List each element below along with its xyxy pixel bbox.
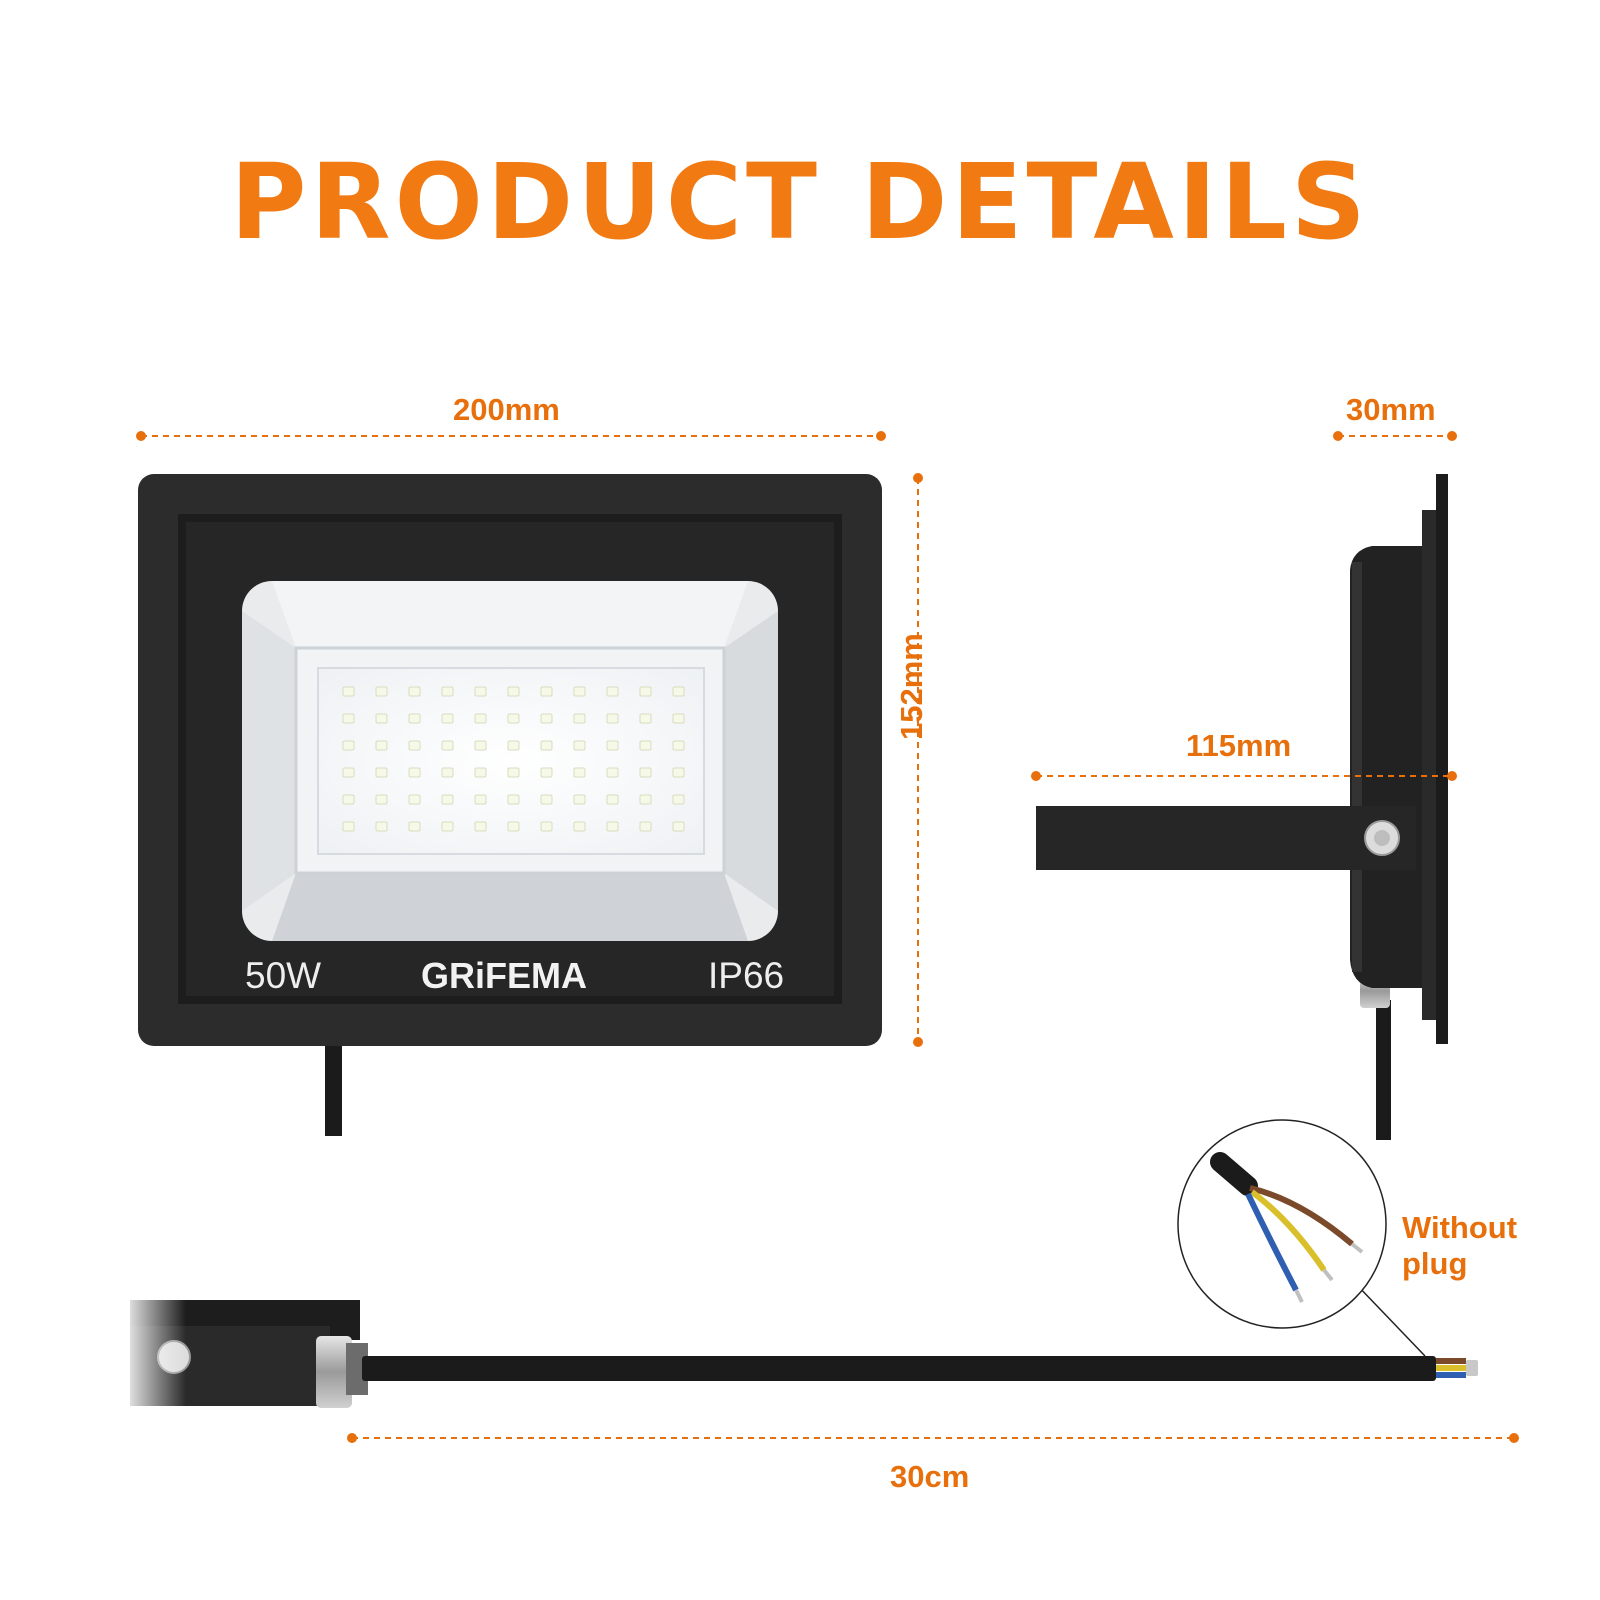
led-chip (342, 740, 355, 751)
side-view (1036, 474, 1448, 1140)
led-chip (441, 713, 454, 724)
led-chip (639, 821, 652, 832)
height-label: 152mm (894, 633, 929, 740)
led-chip (672, 713, 685, 724)
led-chip (408, 713, 421, 724)
led-chip (606, 767, 619, 778)
led-chip (507, 767, 520, 778)
led-chip (342, 713, 355, 724)
led-array (342, 686, 685, 832)
depth-label: 30mm (1346, 392, 1436, 427)
bracket-dimension-line (1031, 771, 1457, 781)
bracket-label: 115mm (1186, 728, 1292, 763)
led-chip (408, 767, 421, 778)
led-chip (639, 713, 652, 724)
led-chip (441, 740, 454, 751)
led-chip (375, 713, 388, 724)
led-chip (639, 794, 652, 805)
led-chip (639, 686, 652, 697)
power-rating-label: 50W (245, 955, 321, 996)
led-chip (408, 686, 421, 697)
led-chip (672, 686, 685, 697)
cable-dimension-line (347, 1433, 1519, 1443)
led-chip (639, 767, 652, 778)
without-plug-label: Without plug (1402, 1210, 1518, 1281)
led-chip (441, 686, 454, 697)
led-chip (639, 740, 652, 751)
led-chip (375, 686, 388, 697)
led-chip (606, 821, 619, 832)
led-chip (474, 740, 487, 751)
led-chip (507, 794, 520, 805)
led-chip (540, 767, 553, 778)
led-chip (606, 713, 619, 724)
led-chip (540, 713, 553, 724)
led-chip (375, 794, 388, 805)
led-chip (606, 740, 619, 751)
led-chip (507, 686, 520, 697)
wire-closeup-magnifier (1177, 1119, 1426, 1357)
cable-length-label: 30cm (890, 1459, 970, 1494)
led-chip (441, 794, 454, 805)
cable-view (120, 1290, 1478, 1420)
led-chip (573, 821, 586, 832)
led-chip (540, 821, 553, 832)
led-chip (474, 713, 487, 724)
led-chip (474, 821, 487, 832)
depth-dimension-line (1333, 431, 1457, 441)
led-chip (408, 794, 421, 805)
led-chip (474, 767, 487, 778)
led-chip (342, 767, 355, 778)
led-chip (573, 794, 586, 805)
led-chip (573, 767, 586, 778)
led-chip (375, 821, 388, 832)
led-chip (375, 767, 388, 778)
led-chip (540, 794, 553, 805)
page-title: PRODUCT DETAILS (230, 141, 1370, 263)
led-chip (573, 713, 586, 724)
led-chip (606, 794, 619, 805)
led-chip (507, 713, 520, 724)
led-chip (540, 686, 553, 697)
led-chip (441, 821, 454, 832)
led-chip (441, 767, 454, 778)
front-view: 50W GRiFEMA IP66 (138, 474, 882, 1136)
height-dimension-line (913, 473, 923, 1047)
led-chip (342, 821, 355, 832)
led-chip (672, 794, 685, 805)
led-chip (408, 740, 421, 751)
width-label: 200mm (453, 392, 560, 427)
width-dimension-line (136, 431, 886, 441)
led-chip (573, 740, 586, 751)
led-chip (507, 821, 520, 832)
led-chip (672, 767, 685, 778)
led-chip (507, 740, 520, 751)
led-chip (408, 821, 421, 832)
led-chip (342, 794, 355, 805)
led-chip (540, 740, 553, 751)
led-chip (375, 740, 388, 751)
led-chip (606, 686, 619, 697)
brand-logo: GRiFEMA (421, 955, 587, 996)
led-chip (342, 686, 355, 697)
led-chip (672, 740, 685, 751)
led-chip (474, 686, 487, 697)
led-chip (474, 794, 487, 805)
led-chip (672, 821, 685, 832)
ip-rating-label: IP66 (708, 955, 784, 996)
led-chip (573, 686, 586, 697)
